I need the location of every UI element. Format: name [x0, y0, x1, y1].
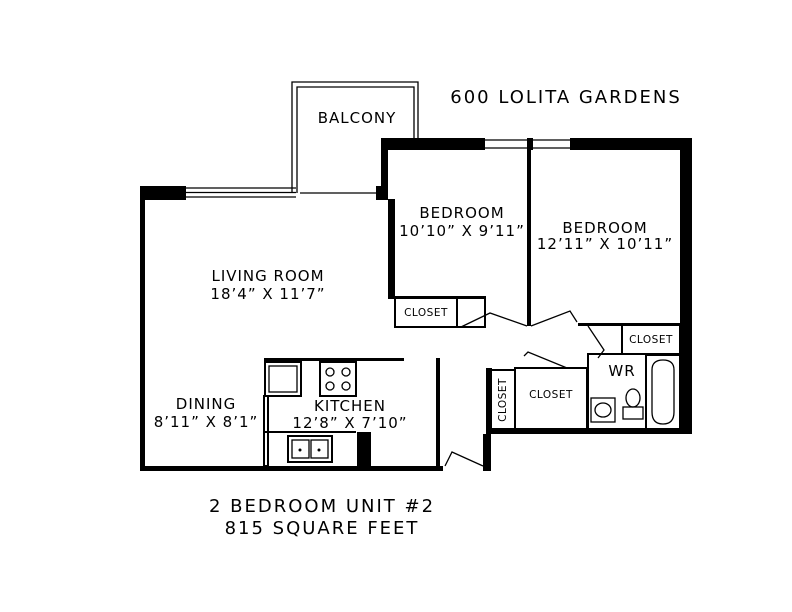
doors — [444, 310, 605, 467]
closet-entry-label: CLOSET — [497, 378, 509, 422]
living-room-label: LIVING ROOM — [211, 267, 324, 285]
dining-dims: 8’11” X 8’1” — [154, 413, 259, 431]
closet-bedroom-1-label: CLOSET — [404, 307, 448, 319]
living-room-window — [186, 187, 296, 198]
closet-hall-label: CLOSET — [529, 389, 573, 401]
washroom-label: WR — [608, 362, 635, 380]
toilet — [622, 388, 644, 420]
refrigerator — [264, 361, 302, 397]
stove — [319, 361, 357, 397]
kitchen-dims: 12’8” X 7’10” — [292, 414, 407, 432]
interior-walls — [264, 150, 681, 468]
building-name: 600 LOLITA GARDENS — [450, 87, 682, 108]
balcony — [291, 81, 419, 194]
unit-title: 2 BEDROOM UNIT #2 — [209, 496, 435, 517]
bedroom-1-window — [485, 139, 527, 149]
bedroom-2-label: BEDROOM — [562, 219, 647, 237]
bedroom-2-dims: 12’11” X 10’11” — [537, 235, 673, 253]
washroom-fixtures — [590, 354, 681, 430]
washroom-sink — [590, 397, 616, 423]
bedroom-1-dims: 10’10” X 9’11” — [399, 222, 525, 240]
kitchen-sink — [287, 435, 333, 463]
bedroom-2-window — [533, 139, 570, 149]
kitchen-label: KITCHEN — [314, 397, 386, 415]
bathtub — [645, 354, 681, 430]
unit-area: 815 SQUARE FEET — [225, 518, 420, 539]
dining-label: DINING — [176, 395, 236, 413]
kitchen-fixtures — [263, 361, 371, 467]
living-room-dims: 18’4” X 11’7” — [210, 285, 325, 303]
bedroom-1-label: BEDROOM — [419, 204, 504, 222]
balcony-label: BALCONY — [318, 109, 397, 127]
closet-bedroom-2-label: CLOSET — [629, 334, 673, 346]
